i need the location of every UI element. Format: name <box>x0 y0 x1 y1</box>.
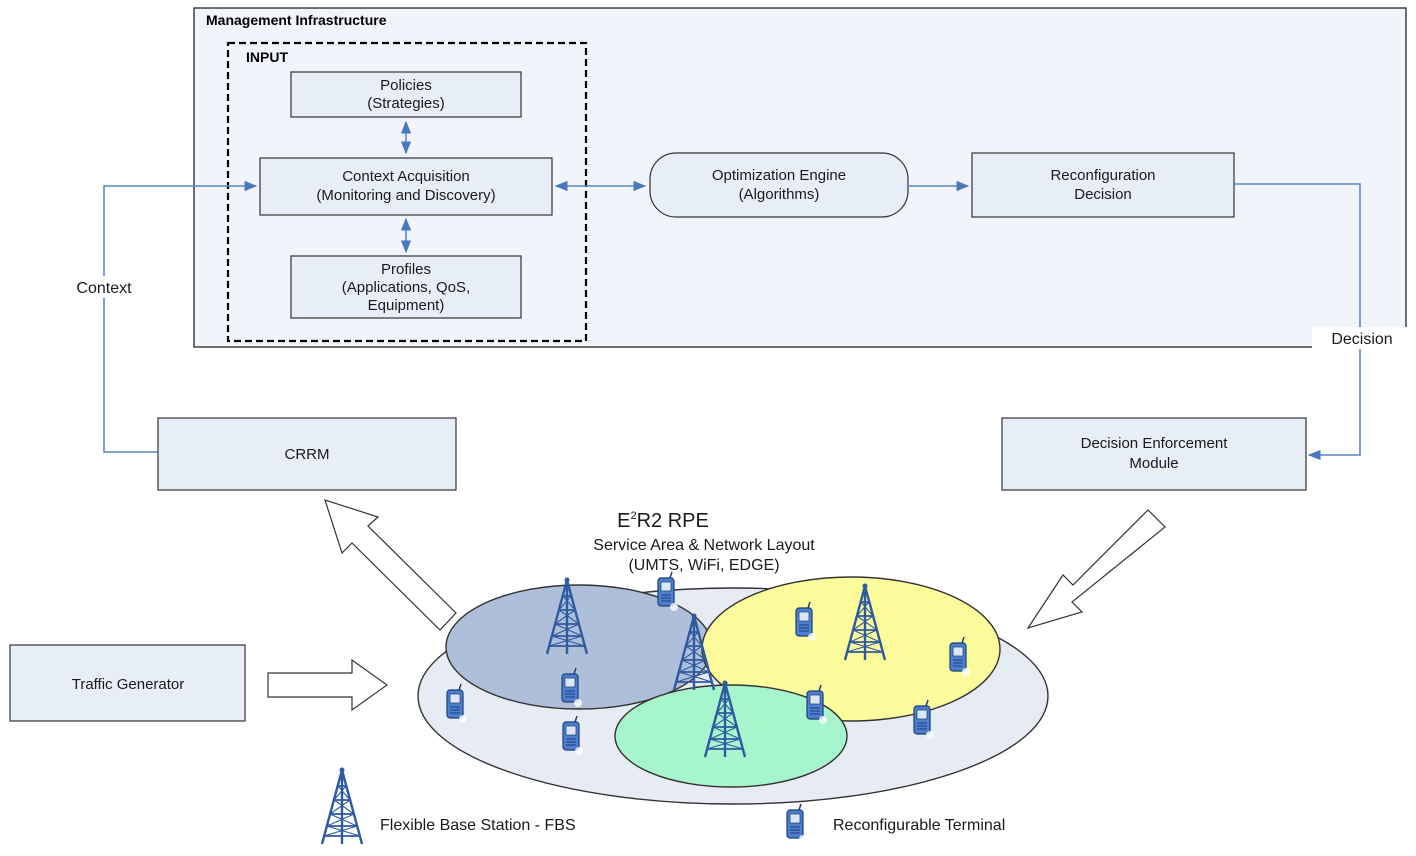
rpe-title: E2R2 RPE Service Area & Network Layout (… <box>593 510 815 574</box>
context-loop: Context <box>56 180 258 453</box>
svg-text:Module: Module <box>1129 455 1178 472</box>
svg-text:Traffic Generator: Traffic Generator <box>72 676 185 693</box>
rpe-to-crrm-arrow <box>324 499 457 631</box>
context-acquisition-box: Context Acquisition (Monitoring and Disc… <box>259 157 553 216</box>
traffic-generator-box: Traffic Generator <box>9 644 246 722</box>
optimization-engine-box: Optimization Engine (Algorithms) <box>649 152 909 218</box>
svg-text:(Applications, QoS,: (Applications, QoS, <box>342 279 470 296</box>
rpe-subtitle-1: Service Area & Network Layout <box>593 537 815 554</box>
svg-text:CRRM: CRRM <box>285 446 330 463</box>
svg-text:Decision Enforcement: Decision Enforcement <box>1081 435 1229 452</box>
decision-label: Decision <box>1331 331 1392 348</box>
reconfiguration-decision-box: Reconfiguration Decision <box>971 152 1235 218</box>
context-label: Context <box>76 280 132 297</box>
policies-box: Policies (Strategies) <box>290 71 522 118</box>
phone-icon <box>786 803 808 844</box>
legend-fbs: Flexible Base Station - FBS <box>380 817 576 834</box>
decision-enforcement-box: Decision Enforcement Module <box>1001 417 1307 491</box>
svg-text:E2R2 RPE: E2R2 RPE <box>617 510 709 532</box>
traffic-to-rpe-arrow <box>267 658 389 712</box>
rpe-subtitle-2: (UMTS, WiFi, EDGE) <box>628 557 779 574</box>
svg-text:(Algorithms): (Algorithms) <box>739 186 820 203</box>
legend: Flexible Base Station - FBS Reconfigurab… <box>320 766 1005 846</box>
hollow-arrows <box>267 499 1166 712</box>
svg-text:Reconfiguration: Reconfiguration <box>1050 167 1155 184</box>
svg-text:Context Acquisition: Context Acquisition <box>342 168 470 185</box>
internal-connectors <box>400 120 970 254</box>
edge-cell <box>614 684 848 788</box>
service-area <box>417 576 1049 805</box>
svg-text:(Strategies): (Strategies) <box>367 95 445 112</box>
management-infrastructure-title: Management Infrastructure <box>206 12 387 28</box>
tower-icon <box>320 766 364 846</box>
svg-text:(Monitoring and Discovery): (Monitoring and Discovery) <box>316 187 495 204</box>
input-title: INPUT <box>246 49 288 65</box>
decision-loop: Decision <box>1234 183 1412 461</box>
crrm-box: CRRM <box>157 417 457 491</box>
profiles-box: Profiles (Applications, QoS, Equipment) <box>290 255 522 319</box>
svg-text:Policies: Policies <box>380 77 432 94</box>
input-group: INPUT <box>226 41 588 343</box>
svg-text:Decision: Decision <box>1074 186 1132 203</box>
legend-terminal: Reconfigurable Terminal <box>833 817 1005 834</box>
decision-to-rpe-arrow <box>1026 509 1166 630</box>
svg-text:Profiles: Profiles <box>381 261 431 278</box>
svg-text:Optimization Engine: Optimization Engine <box>712 167 846 184</box>
svg-text:Equipment): Equipment) <box>368 297 445 314</box>
